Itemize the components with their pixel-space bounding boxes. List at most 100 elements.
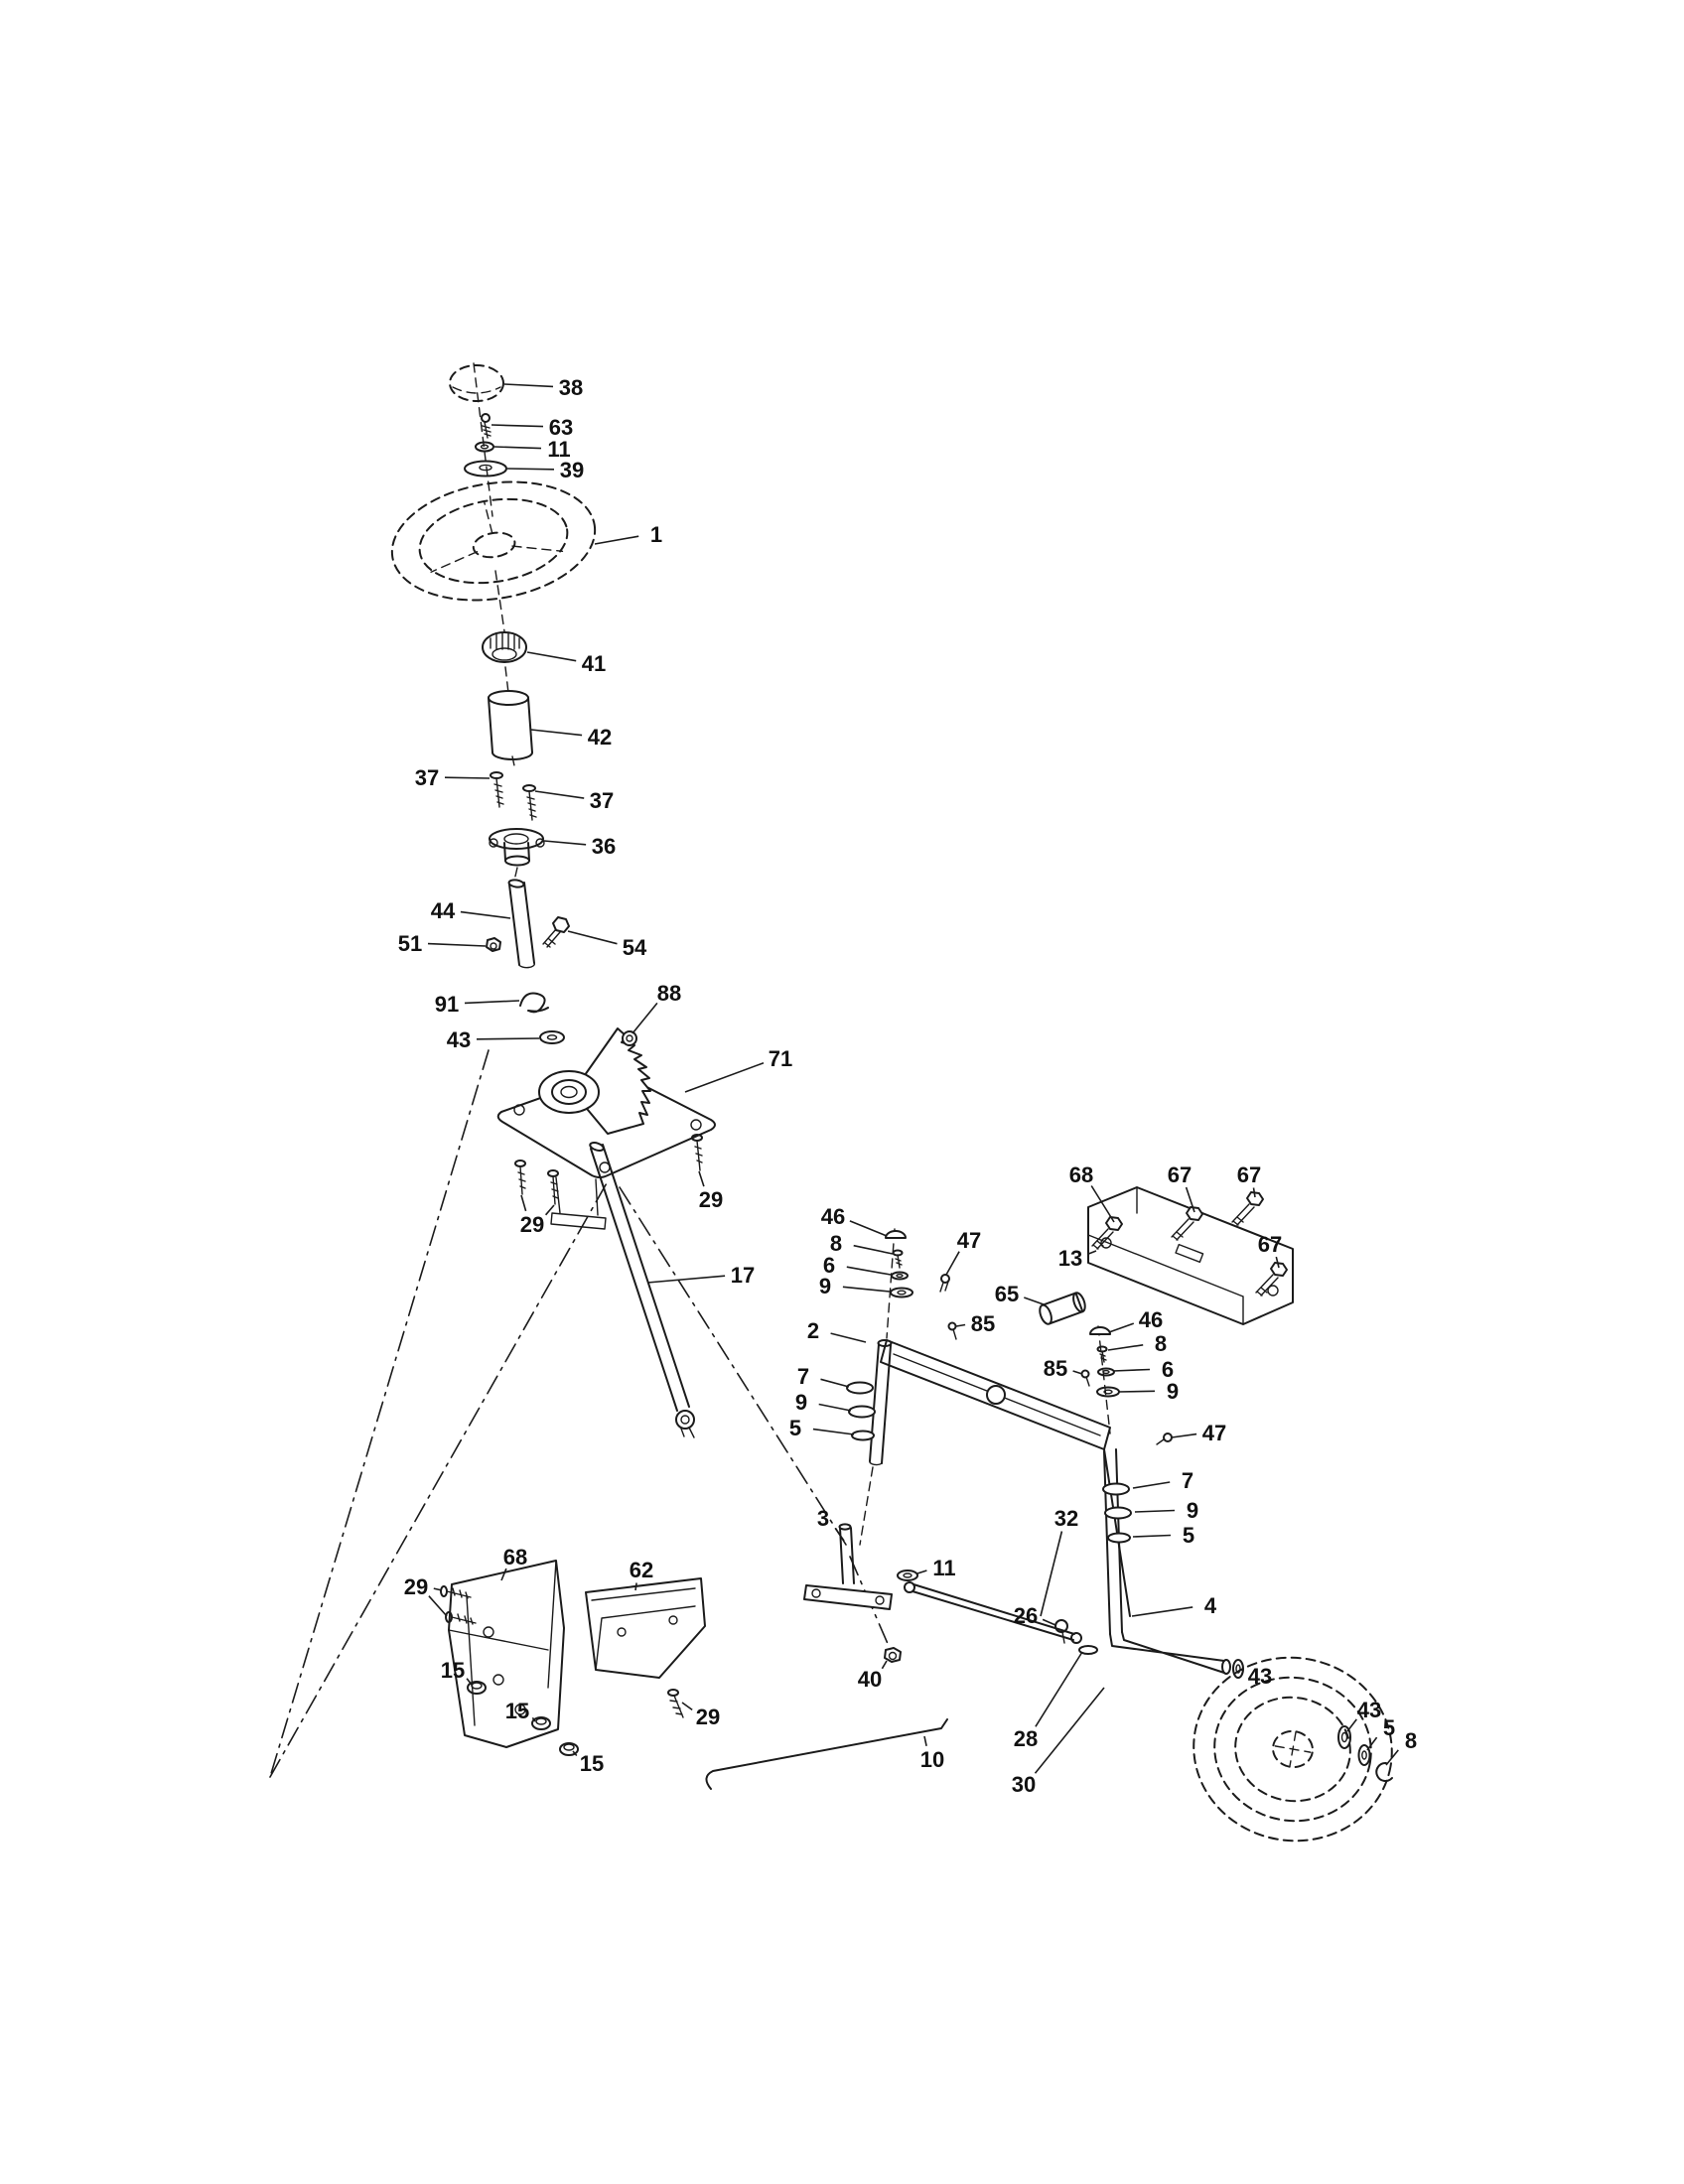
leader-line-47 xyxy=(1171,1433,1197,1438)
front-wheel xyxy=(1193,1656,1393,1843)
callout-17: 17 xyxy=(731,1263,755,1288)
leader-line-3 xyxy=(834,1527,845,1542)
callout-6: 6 xyxy=(823,1253,835,1278)
grease-fitting-right xyxy=(1156,1433,1173,1445)
callout-29: 29 xyxy=(699,1187,723,1212)
callout-46: 46 xyxy=(1139,1307,1163,1332)
plate-bolt-29-c xyxy=(691,1134,703,1171)
cup-washer xyxy=(464,460,507,478)
plate-legs xyxy=(550,1176,607,1230)
callout-3: 3 xyxy=(817,1506,829,1531)
leader-line-62 xyxy=(634,1582,637,1591)
callout-71: 71 xyxy=(769,1046,792,1071)
leader-line-8 xyxy=(1385,1749,1399,1766)
callout-30: 30 xyxy=(1012,1772,1036,1797)
left-spindle-hardware xyxy=(885,1228,913,1339)
callout-13: 13 xyxy=(1058,1246,1082,1271)
callout-85: 85 xyxy=(971,1311,995,1336)
left-spindle-2 xyxy=(869,1339,893,1466)
callout-44: 44 xyxy=(431,898,456,923)
leader-line-67 xyxy=(1275,1256,1280,1269)
leader-line-9 xyxy=(818,1403,852,1412)
leader-line-29 xyxy=(681,1702,693,1711)
callout-5: 5 xyxy=(1183,1523,1194,1548)
right-spindle-hardware xyxy=(1089,1325,1120,1434)
callout-1: 1 xyxy=(650,522,662,547)
callout-6: 6 xyxy=(1162,1357,1174,1382)
leader-line-36 xyxy=(543,840,587,846)
leader-line-39 xyxy=(506,468,555,471)
leader-line-85 xyxy=(1072,1370,1083,1375)
leader-line-46 xyxy=(849,1220,888,1237)
leader-line-9 xyxy=(1117,1390,1156,1393)
leader-line-63 xyxy=(491,424,544,428)
callout-28: 28 xyxy=(1014,1726,1038,1751)
drag-link-32 xyxy=(904,1581,1082,1644)
callout-67: 67 xyxy=(1168,1162,1192,1187)
leader-line-29 xyxy=(428,1595,448,1617)
callout-29: 29 xyxy=(696,1705,720,1729)
leader-line-8 xyxy=(853,1244,894,1255)
callout-8: 8 xyxy=(1155,1331,1167,1356)
callout-10: 10 xyxy=(920,1747,944,1772)
callout-43: 43 xyxy=(447,1027,471,1052)
leader-line-43 xyxy=(1241,1669,1244,1672)
callout-37: 37 xyxy=(415,765,439,790)
leader-line-7 xyxy=(820,1378,850,1388)
callout-11: 11 xyxy=(932,1556,955,1580)
leader-line-5 xyxy=(1132,1534,1172,1538)
callout-15: 15 xyxy=(441,1658,465,1683)
leader-line-6 xyxy=(1112,1368,1151,1372)
left-lower-washers xyxy=(846,1381,876,1546)
wheel-adapter xyxy=(482,631,527,663)
leader-line-88 xyxy=(632,1002,658,1034)
callout-43: 43 xyxy=(1248,1664,1272,1689)
leader-line-30 xyxy=(1034,1687,1105,1774)
axle-bracket-62 xyxy=(585,1577,706,1679)
leader-line-85 xyxy=(955,1323,966,1327)
hex-bolt-67-b xyxy=(1231,1191,1264,1226)
leader-line-15 xyxy=(466,1678,473,1686)
callout-5: 5 xyxy=(1383,1715,1395,1740)
column-centerline xyxy=(473,362,518,882)
leader-line-2 xyxy=(830,1332,867,1343)
callout-29: 29 xyxy=(404,1574,428,1599)
hex-nut-51 xyxy=(486,937,501,952)
leader-line-46 xyxy=(1108,1322,1135,1333)
callout-9: 9 xyxy=(1187,1498,1198,1523)
callout-7: 7 xyxy=(1182,1468,1193,1493)
leader-line-5 xyxy=(812,1428,855,1435)
plate-bolt-29-a xyxy=(514,1160,526,1195)
callout-9: 9 xyxy=(1167,1379,1179,1404)
bushing-65 xyxy=(1039,1292,1086,1325)
leader-line-67 xyxy=(1252,1187,1256,1198)
flange-nut-15-a xyxy=(467,1681,487,1695)
washer-43-upper xyxy=(539,1030,565,1044)
steering-column-group xyxy=(390,362,597,1044)
callout-88: 88 xyxy=(657,981,681,1006)
washer-5-outer xyxy=(1357,1744,1371,1766)
leader-line-28 xyxy=(1035,1651,1083,1727)
leader-line-29 xyxy=(544,1204,555,1216)
callout-68: 68 xyxy=(1069,1162,1093,1187)
bearing-flange xyxy=(489,828,545,867)
callout-40: 40 xyxy=(858,1667,882,1692)
gear-hub xyxy=(538,1070,600,1114)
callout-8: 8 xyxy=(830,1231,842,1256)
steering-wheel xyxy=(390,480,597,602)
gear-boss-88 xyxy=(622,1030,637,1046)
leader-line-67 xyxy=(1185,1186,1195,1213)
washer-11-arm xyxy=(897,1570,918,1581)
grease-fitting-left xyxy=(939,1274,950,1293)
flange-nut-15-c xyxy=(559,1742,579,1756)
callout-47: 47 xyxy=(957,1228,981,1253)
callout-38: 38 xyxy=(559,375,583,400)
callout-51: 51 xyxy=(398,931,422,956)
leader-line-29 xyxy=(698,1170,705,1187)
callout-36: 36 xyxy=(592,834,616,859)
leader-line-29 xyxy=(520,1194,527,1212)
axle-support-bracket-13 xyxy=(1087,1186,1294,1325)
callout-68: 68 xyxy=(503,1545,527,1570)
leader-line-68 xyxy=(1090,1185,1115,1223)
leader-line-15 xyxy=(531,1716,536,1722)
